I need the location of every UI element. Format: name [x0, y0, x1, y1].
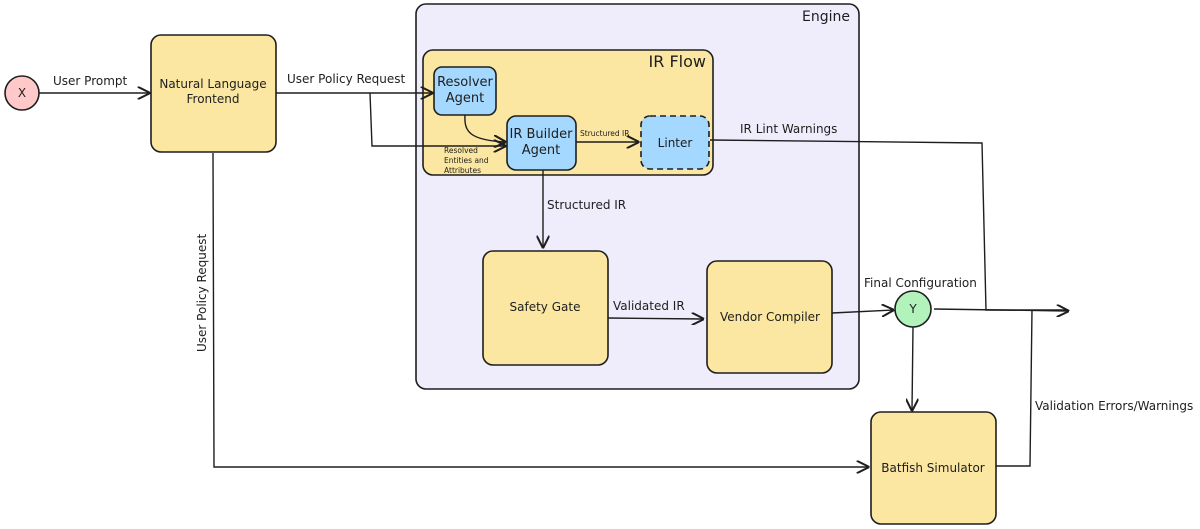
linter-label: Linter — [658, 136, 693, 150]
resolver-agent-node[interactable]: Resolver Agent — [433, 66, 497, 116]
edge-to-ir-builder — [369, 92, 505, 146]
ir-builder-agent-node[interactable]: IR Builder Agent — [506, 115, 577, 171]
label-structured-ir-small: Structured IR — [580, 129, 629, 138]
linter-node[interactable]: Linter — [640, 115, 710, 170]
edge-validation-errors — [996, 309, 1033, 467]
safety-gate-label: Safety Gate — [510, 300, 581, 314]
resolver-label-1: Resolver — [437, 75, 493, 90]
edge-resolved-entities — [464, 114, 505, 142]
end-node-y[interactable]: Y — [894, 290, 932, 328]
edge-final-configuration — [831, 310, 893, 313]
label-validation-errors: Validation Errors/Warnings — [1035, 399, 1193, 413]
batfish-label: Batfish Simulator — [881, 461, 985, 475]
label-user-prompt: User Prompt — [53, 74, 128, 88]
label-user-policy-request-top: User Policy Request — [287, 72, 406, 86]
label-resolved-1: Resolved — [444, 146, 478, 155]
label-user-policy-request-side: User Policy Request — [195, 233, 209, 352]
nl-frontend-label-1: Natural Language — [159, 77, 266, 91]
edge-y-output — [933, 309, 1068, 311]
label-ir-lint-warnings: IR Lint Warnings — [740, 122, 837, 136]
ir-flow-title: IR Flow — [649, 52, 706, 71]
label-structured-ir: Structured IR — [547, 198, 626, 212]
start-node-x[interactable]: X — [4, 75, 40, 111]
nl-frontend-label-2: Frontend — [187, 92, 240, 106]
label-final-configuration: Final Configuration — [864, 276, 977, 290]
edge-user-policy-side — [212, 152, 868, 467]
nl-frontend-node[interactable]: Natural Language Frontend — [150, 34, 277, 153]
edge-validated-ir — [607, 318, 703, 319]
vendor-compiler-label: Vendor Compiler — [720, 310, 820, 324]
edge-y-to-batfish — [912, 326, 913, 410]
safety-gate-node[interactable]: Safety Gate — [482, 250, 609, 366]
label-validated-ir: Validated IR — [613, 299, 685, 313]
label-resolved-3: Attributes — [444, 166, 481, 175]
ir-builder-label-2: Agent — [522, 143, 560, 158]
start-node-label: X — [18, 86, 26, 100]
label-resolved-2: Entities and — [444, 156, 489, 165]
engine-title: Engine — [802, 9, 850, 25]
vendor-compiler-node[interactable]: Vendor Compiler — [706, 260, 833, 374]
batfish-simulator-node[interactable]: Batfish Simulator — [870, 411, 997, 525]
end-node-label: Y — [908, 302, 917, 316]
ir-builder-label-1: IR Builder — [510, 127, 574, 142]
resolver-label-2: Agent — [446, 91, 484, 106]
